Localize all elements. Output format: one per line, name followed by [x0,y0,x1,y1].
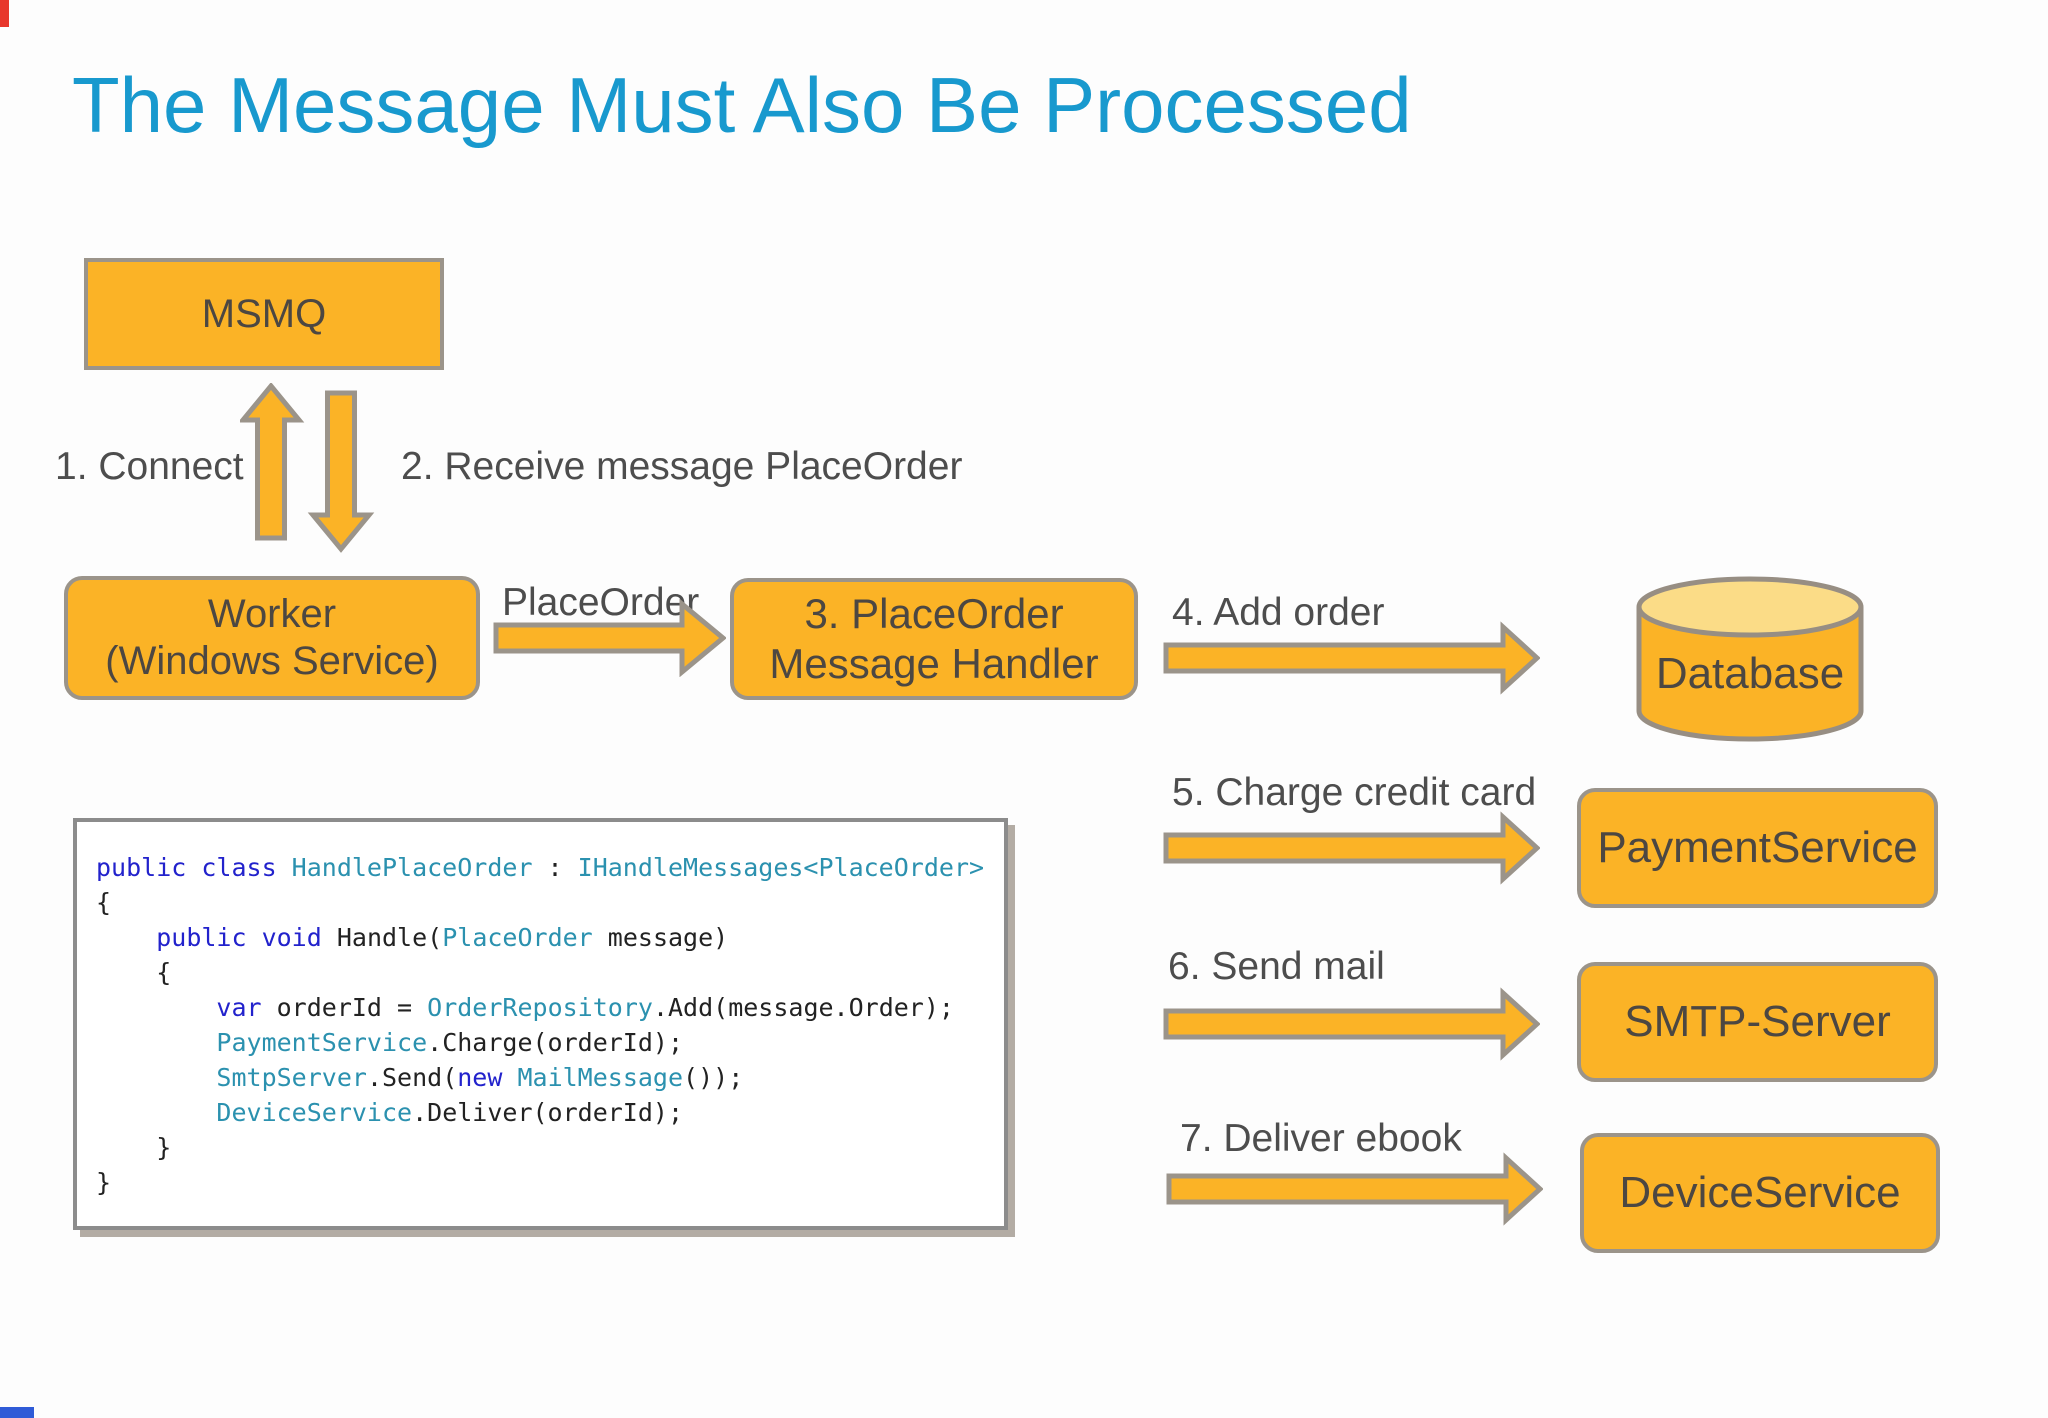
node-smtp-server-label: SMTP-Server [1624,997,1891,1046]
code-lines: public class HandlePlaceOrder : IHandleM… [96,850,994,1200]
connect-up-arrow-icon [240,383,375,553]
node-message-handler: 3. PlaceOrder Message Handler [730,578,1138,700]
node-worker-line2: (Windows Service) [105,639,439,683]
edge-label-send-mail: 6. Send mail [1168,945,1385,988]
code-line: { [96,888,112,917]
code-line: } [96,1133,172,1162]
node-msmq-label: MSMQ [201,291,327,336]
database-cylinder-icon [1636,576,1864,742]
code-block: public class HandlePlaceOrder : IHandleM… [73,818,1008,1230]
code-line: } [96,1168,112,1197]
code-line: public class HandlePlaceOrder : IHandleM… [96,853,985,882]
node-worker: Worker (Windows Service) [64,576,480,700]
edge-label-charge: 5. Charge credit card [1172,771,1537,814]
node-message-handler-line1: 3. PlaceOrder [804,590,1064,637]
code-line: { [96,958,172,987]
node-payment-service-label: PaymentService [1597,823,1918,872]
node-database-label: Database [1655,649,1845,698]
code-line: DeviceService.Deliver(orderId); [216,1098,684,1127]
code-line: public void Handle(PlaceOrder message) [156,923,729,952]
page-title: The Message Must Also Be Processed [72,61,1412,149]
screen-edge-artifact-red [0,0,9,27]
edge-label-receive: 2. Receive message PlaceOrder [401,445,963,488]
edge-label-placeorder: PlaceOrder [502,581,700,624]
screen-edge-artifact-blue [0,1407,34,1418]
edge-label-connect: 1. Connect [55,445,244,488]
code-line: PaymentService.Charge(orderId); [216,1028,684,1057]
send-mail-arrow-icon [1163,987,1540,1061]
node-msmq: MSMQ [84,258,444,370]
node-worker-line1: Worker [207,592,337,636]
code-line: var orderId = OrderRepository.Add(messag… [216,993,954,1022]
node-device-service: DeviceService [1580,1133,1940,1253]
node-device-service-label: DeviceService [1619,1168,1901,1217]
receive-down-arrow-icon [307,390,375,553]
deliver-arrow-icon [1166,1152,1543,1226]
edge-label-deliver: 7. Deliver ebook [1180,1117,1462,1160]
add-order-arrow-icon [1163,621,1540,695]
edge-label-add-order: 4. Add order [1172,591,1385,634]
code-line: SmtpServer.Send(new MailMessage()); [216,1063,744,1092]
node-smtp-server: SMTP-Server [1577,962,1938,1082]
placeorder-arrow-icon [493,599,726,677]
charge-arrow-icon [1163,811,1540,885]
node-message-handler-line2: Message Handler [769,640,1099,687]
node-payment-service: PaymentService [1577,788,1938,908]
